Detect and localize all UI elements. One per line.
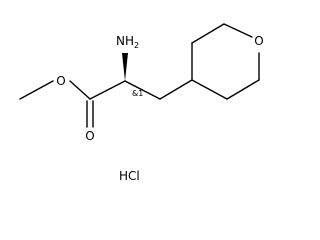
ester-oxygen-label: O [56,74,65,88]
salt-label: HCl [119,169,140,183]
carbonyl-oxygen-label: O [85,129,94,143]
bond-carbonyl-alpha [89,80,126,100]
wedge-bond-alpha-amine [122,53,128,81]
amine-subscript: 2 [134,41,139,50]
ring-bond-3 [223,23,253,38]
bond-ester-oxygen-carbonyl [69,80,91,100]
bond-alpha-methylene [124,80,161,100]
stereo-center-label: &1 [132,89,143,98]
ring-bond-6 [191,79,228,100]
amine-symbol: NH [116,34,134,48]
amine-label: NH2 [116,34,139,50]
ring-bond-2 [191,23,225,44]
bond-methyl-ester-oxygen [19,80,54,100]
ring-oxygen-label: O [254,34,263,48]
ring-bond-5 [226,79,260,100]
chemical-structure: O O O NH2 &1 HCl [19,23,264,183]
bond-methylene-ring [159,79,193,100]
